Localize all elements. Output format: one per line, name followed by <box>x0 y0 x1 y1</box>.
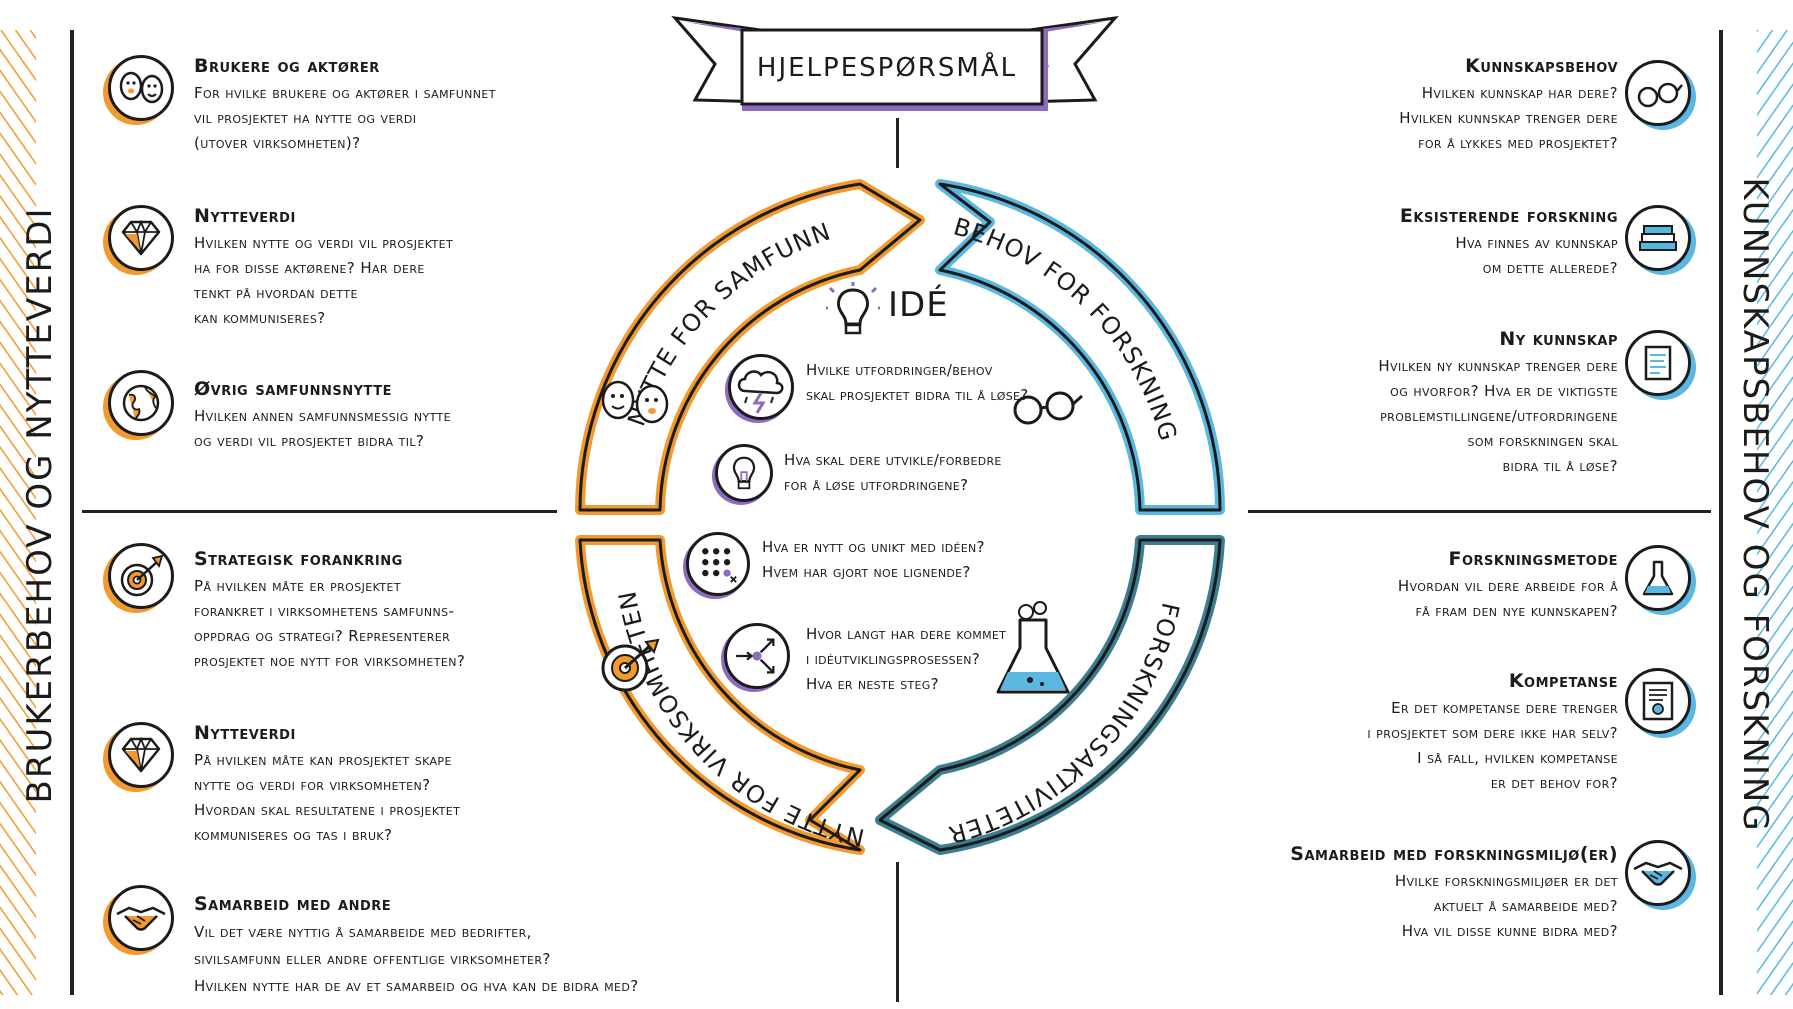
orange-hatch-decoration <box>0 30 36 995</box>
lightbulb-icon <box>715 444 773 502</box>
blue-hatch-decoration <box>1757 30 1793 995</box>
center-question-2: Hva skal dere utvikle/forbedre for å løs… <box>784 451 1002 494</box>
notepad-icon <box>1625 330 1691 396</box>
glasses-icon <box>1625 60 1691 126</box>
center-question-4: Hvor langt har dere kommet i idéutviklin… <box>806 625 1007 693</box>
item-title: Samarbeid med andre <box>194 893 392 915</box>
item-eksisterende-forskning: Eksisterende forskning Hva finnes av kun… <box>1400 205 1618 281</box>
item-text: Hva finnes av kunnskap om dette allerede… <box>1455 234 1618 277</box>
center-question-1: Hvilke utfordringer/behov skal prosjekte… <box>806 361 1029 404</box>
item-kunnskapsbehov: Kunnskapsbehov Hvilken kunnskap har dere… <box>1399 55 1618 156</box>
item-text: På hvilken måte er prosjektet forankret … <box>194 577 466 670</box>
faces-icon <box>601 380 669 424</box>
item-samarbeid-forskningsmiljo: Samarbeid med forskningsmiljø(er) Hvilke… <box>1290 843 1618 944</box>
divider-top <box>896 118 899 168</box>
flask-icon <box>996 601 1070 694</box>
item-title: Øvrig samfunnsnytte <box>194 378 392 400</box>
item-text: Hvilken annen samfunnsmessig nytte og ve… <box>194 407 451 450</box>
target-icon <box>108 543 174 609</box>
diamond-icon <box>108 722 174 788</box>
dots-grid-icon <box>686 532 750 596</box>
idea-title: IDÉ <box>888 285 949 325</box>
item-text: For hvilke brukere og aktører i samfunne… <box>194 84 496 152</box>
banner-ribbon <box>671 15 1119 111</box>
item-ny-kunnskap: Ny kunnskap Hvilken ny kunnskap trenger … <box>1378 328 1618 479</box>
item-brukere-og-aktorer: Brukere og aktører For hvilke brukere og… <box>194 55 496 156</box>
item-forskningsmetode: Forskningsmetode Hvordan vil dere arbeid… <box>1398 548 1618 624</box>
left-side-title: BRUKERBEHOV OG NYTTEVERDI <box>20 206 60 803</box>
storm-cloud-icon <box>728 354 794 420</box>
handshake-icon <box>108 885 174 951</box>
item-title: Eksisterende forskning <box>1399 205 1618 227</box>
item-nytteverdi-samfunn: Nytteverdi Hvilken nytte og verdi vil pr… <box>194 205 453 331</box>
item-title: Nytteverdi <box>194 205 296 227</box>
item-samarbeid-med-andre: Samarbeid med andre Vil det være nyttig … <box>194 893 639 1000</box>
item-title: Ny kunnskap <box>1499 328 1618 350</box>
item-title: Kunnskapsbehov <box>1465 55 1618 77</box>
item-title: Strategisk forankring <box>194 548 403 570</box>
right-side-rule <box>1719 30 1723 995</box>
process-arrows-icon <box>724 623 790 689</box>
divider-bottom <box>896 862 899 1002</box>
flask-icon <box>1625 545 1691 611</box>
handshake-icon <box>1625 840 1691 906</box>
diamond-icon <box>108 205 174 271</box>
item-text: Hvilke forskningsmiljøer er det aktuelt … <box>1394 872 1618 940</box>
faces-icon <box>108 55 174 121</box>
item-kompetanse: Kompetanse Er det kompetanse dere trenge… <box>1367 670 1618 796</box>
item-strategisk-forankring: Strategisk forankring På hvilken måte er… <box>194 548 465 674</box>
item-ovrig-samfunnsnytte: Øvrig samfunnsnytte Hvilken annen samfun… <box>194 378 451 454</box>
right-side-bar: KUNNSKAPSBEHOV OG FORSKNING <box>1713 0 1793 1009</box>
item-text: Er det kompetanse dere trenger i prosjek… <box>1367 699 1618 792</box>
left-side-bar: BRUKERBEHOV OG NYTTEVERDI <box>0 0 80 1009</box>
glasses-icon <box>1013 391 1083 425</box>
item-text: Hvilken nytte og verdi vil prosjektet ha… <box>194 234 454 327</box>
item-text: På hvilken måte kan prosjektet skape nyt… <box>194 751 461 844</box>
globe-icon <box>108 370 174 436</box>
item-text: Vil det være nyttig å samarbeide med bed… <box>194 923 639 995</box>
target-icon <box>601 638 660 692</box>
certificate-icon <box>1625 668 1691 734</box>
divider-left <box>82 510 557 513</box>
item-title: Nytteverdi <box>194 722 296 744</box>
left-side-rule <box>70 30 74 995</box>
right-side-title: KUNNSKAPSBEHOV OG FORSKNING <box>1735 176 1775 833</box>
item-title: Kompetanse <box>1508 670 1618 692</box>
item-text: Hvilken kunnskap har dere? Hvilken kunns… <box>1399 84 1618 152</box>
divider-right <box>1248 510 1711 513</box>
center-question-3: Hva er nytt og unikt med idéen? Hvem har… <box>762 538 985 581</box>
books-icon <box>1625 205 1691 271</box>
item-text: Hvilken ny kunnskap trenger dere og hvor… <box>1378 357 1618 475</box>
idea-ring: NYTTE FOR SAMFUNN BEHOV FOR FORSKNING FO… <box>575 179 1225 855</box>
item-text: Hvordan vil dere arbeide for å få fram d… <box>1397 577 1618 620</box>
item-title: Samarbeid med forskningsmiljø(er) <box>1290 843 1618 865</box>
item-nytteverdi-virksomhet: Nytteverdi På hvilken måte kan prosjekte… <box>194 722 460 848</box>
item-title: Forskningsmetode <box>1448 548 1618 570</box>
lightbulb-icon <box>826 282 880 335</box>
banner-title: HJELPESPØRSMÅL <box>756 53 1018 83</box>
item-title: Brukere og aktører <box>194 55 380 77</box>
